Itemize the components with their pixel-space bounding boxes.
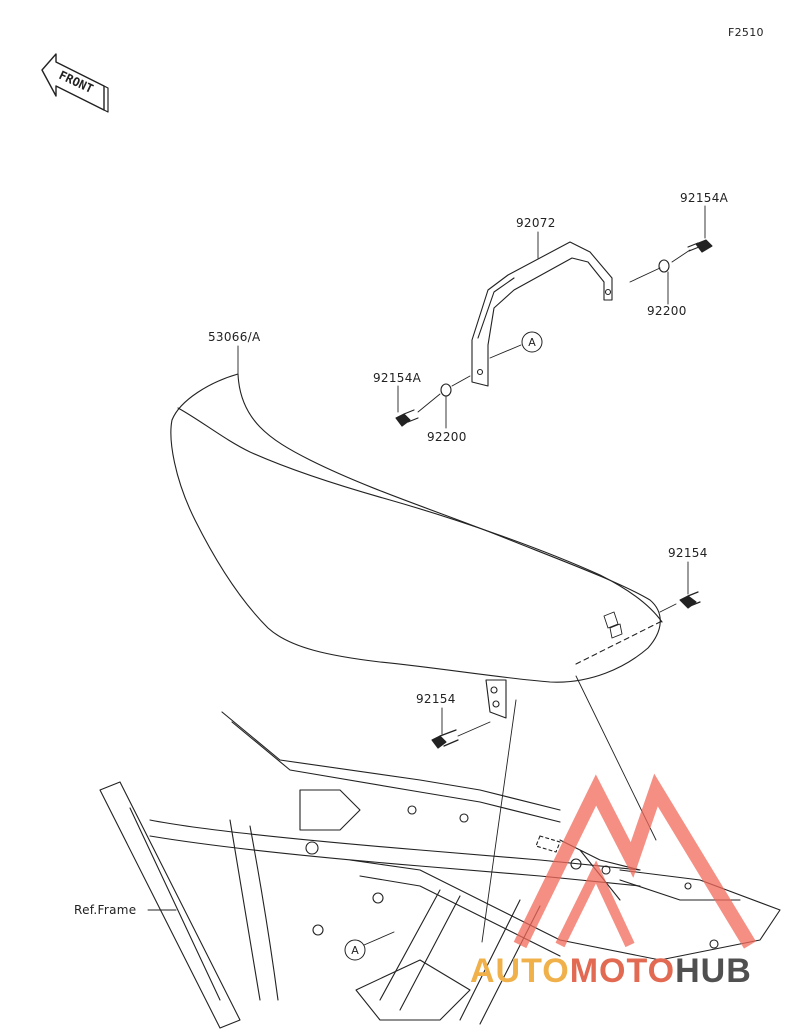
bolt-92154a-upper-icon bbox=[687, 239, 713, 253]
bolt-92154-lower-icon bbox=[431, 729, 459, 749]
washer-92200-upper-icon bbox=[658, 259, 670, 273]
watermark-part-moto: MOTO bbox=[569, 952, 676, 990]
label-bolt-upper: 92154A bbox=[680, 191, 729, 205]
label-frame-ref: Ref.Frame bbox=[74, 903, 137, 917]
front-arrow-icon bbox=[41, 53, 109, 113]
grab-handle bbox=[471, 241, 613, 387]
label-washer-upper: 92200 bbox=[647, 304, 687, 318]
callout-label-a-lower: A bbox=[351, 944, 359, 957]
figure-code: F2510 bbox=[728, 26, 764, 39]
bolt-92154a-left-icon bbox=[395, 409, 419, 427]
label-bolt-left: 92154A bbox=[373, 371, 422, 385]
label-bolt-right: 92154 bbox=[668, 546, 708, 560]
washer-92200-left-icon bbox=[440, 383, 452, 397]
callout-circle-a-upper bbox=[521, 331, 543, 353]
label-grab-handle: 92072 bbox=[516, 216, 556, 230]
watermark-text: AUTOMOTOHUB bbox=[470, 952, 752, 991]
label-washer-left: 92200 bbox=[427, 430, 467, 444]
label-seat: 53066/A bbox=[208, 330, 261, 344]
seat bbox=[170, 373, 665, 719]
callout-label-a-upper: A bbox=[528, 336, 536, 349]
label-bolt-lower: 92154 bbox=[416, 692, 456, 706]
callout-circle-a-lower bbox=[344, 939, 366, 961]
watermark-part-auto: AUTO bbox=[470, 952, 570, 990]
watermark-logo-icon bbox=[513, 773, 756, 949]
bolt-92154-right-icon bbox=[679, 591, 701, 609]
leader-lines bbox=[147, 205, 706, 946]
watermark-part-hub: HUB bbox=[675, 952, 752, 990]
